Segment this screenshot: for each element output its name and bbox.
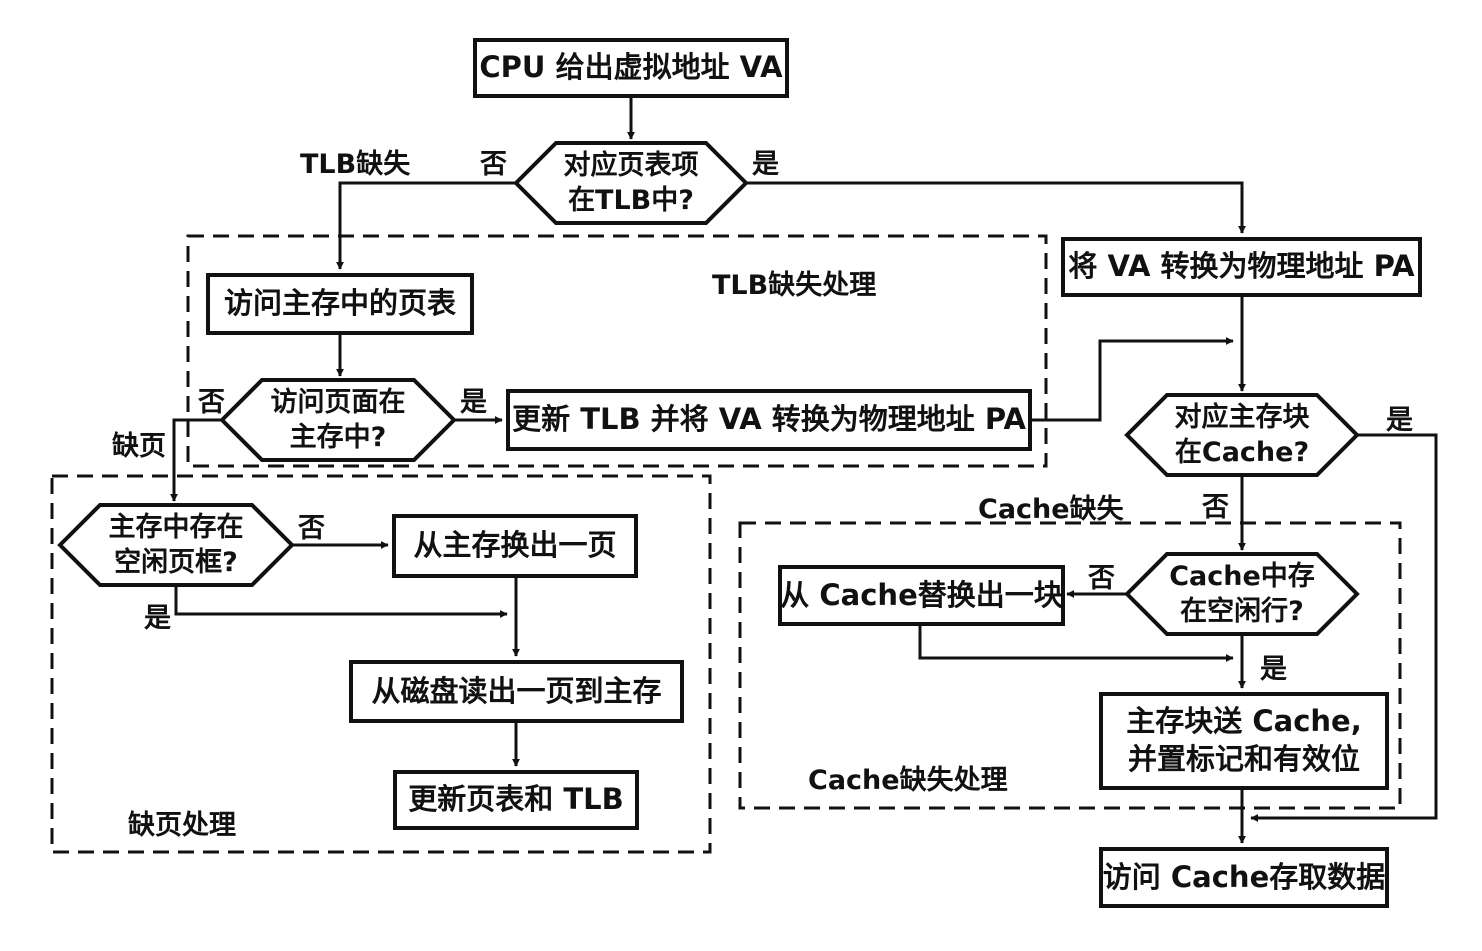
yes-label-page: 是	[460, 387, 487, 418]
tlb-miss-label: TLB缺失	[300, 149, 411, 180]
update-page-table-box: 更新页表和 TLB	[393, 770, 639, 830]
read-disk-box: 从磁盘读出一页到主存	[349, 660, 684, 723]
cache-miss-region	[738, 521, 1402, 810]
cache-miss-region-title: Cache缺失处理	[808, 765, 1008, 796]
page-in-memory-question: 访问页面在 主存中?	[270, 386, 406, 453]
access-page-table-box: 访问主存中的页表	[206, 273, 474, 335]
arrow-replace-to-send-block	[918, 626, 1234, 662]
tlb-miss-region	[186, 234, 1048, 468]
tlb-miss-region-title: TLB缺失处理	[712, 270, 877, 301]
arrow-cache-hit-to-access	[1250, 433, 1438, 822]
start-box: CPU 给出虚拟地址 VA	[473, 38, 789, 98]
arrow-page-fault-to-free-frame	[170, 418, 222, 502]
swap-out-page-box: 从主存换出一页	[392, 514, 638, 578]
arrow-free-frame-yes-merge	[174, 585, 508, 618]
access-cache-box: 访问 Cache存取数据	[1099, 847, 1389, 908]
yes-label-cache: 是	[1386, 405, 1413, 436]
page-fault-region	[50, 474, 712, 854]
page-fault-region-title: 缺页处理	[128, 810, 236, 841]
no-label-frame: 否	[298, 513, 325, 544]
free-line-decision	[1124, 552, 1360, 636]
update-tlb-box: 更新 TLB 并将 VA 转换为物理地址 PA	[506, 389, 1032, 451]
no-label-line: 否	[1088, 563, 1115, 594]
free-line-question: Cache中存 在空闲行?	[1169, 560, 1315, 627]
block-in-cache-question: 对应主存块 在Cache?	[1174, 401, 1310, 468]
no-label-tlb: 否	[480, 149, 507, 180]
yes-label-line: 是	[1260, 654, 1287, 685]
yes-label-tlb: 是	[752, 149, 779, 180]
no-label-cache: 否	[1202, 492, 1229, 523]
replace-cache-block-box: 从 Cache替换出一块	[778, 565, 1065, 626]
free-frame-question: 主存中存在 空闲页框?	[108, 511, 244, 578]
yes-label-frame: 是	[144, 603, 171, 634]
convert-va-to-pa-box: 将 VA 转换为物理地址 PA	[1061, 237, 1422, 297]
no-label-page: 否	[198, 387, 225, 418]
arrow-update-tlb-to-pa	[1032, 337, 1234, 422]
arrow-tlb-miss-to-page-table	[336, 181, 516, 270]
arrow-tlb-hit-to-convert	[746, 181, 1246, 234]
tlb-hit-question: 对应页表项 在TLB中?	[563, 149, 699, 216]
cache-miss-label: Cache缺失	[978, 494, 1124, 525]
send-block-box: 主存块送 Cache, 并置标记和有效位	[1099, 692, 1389, 790]
page-fault-label: 缺页	[112, 431, 166, 462]
